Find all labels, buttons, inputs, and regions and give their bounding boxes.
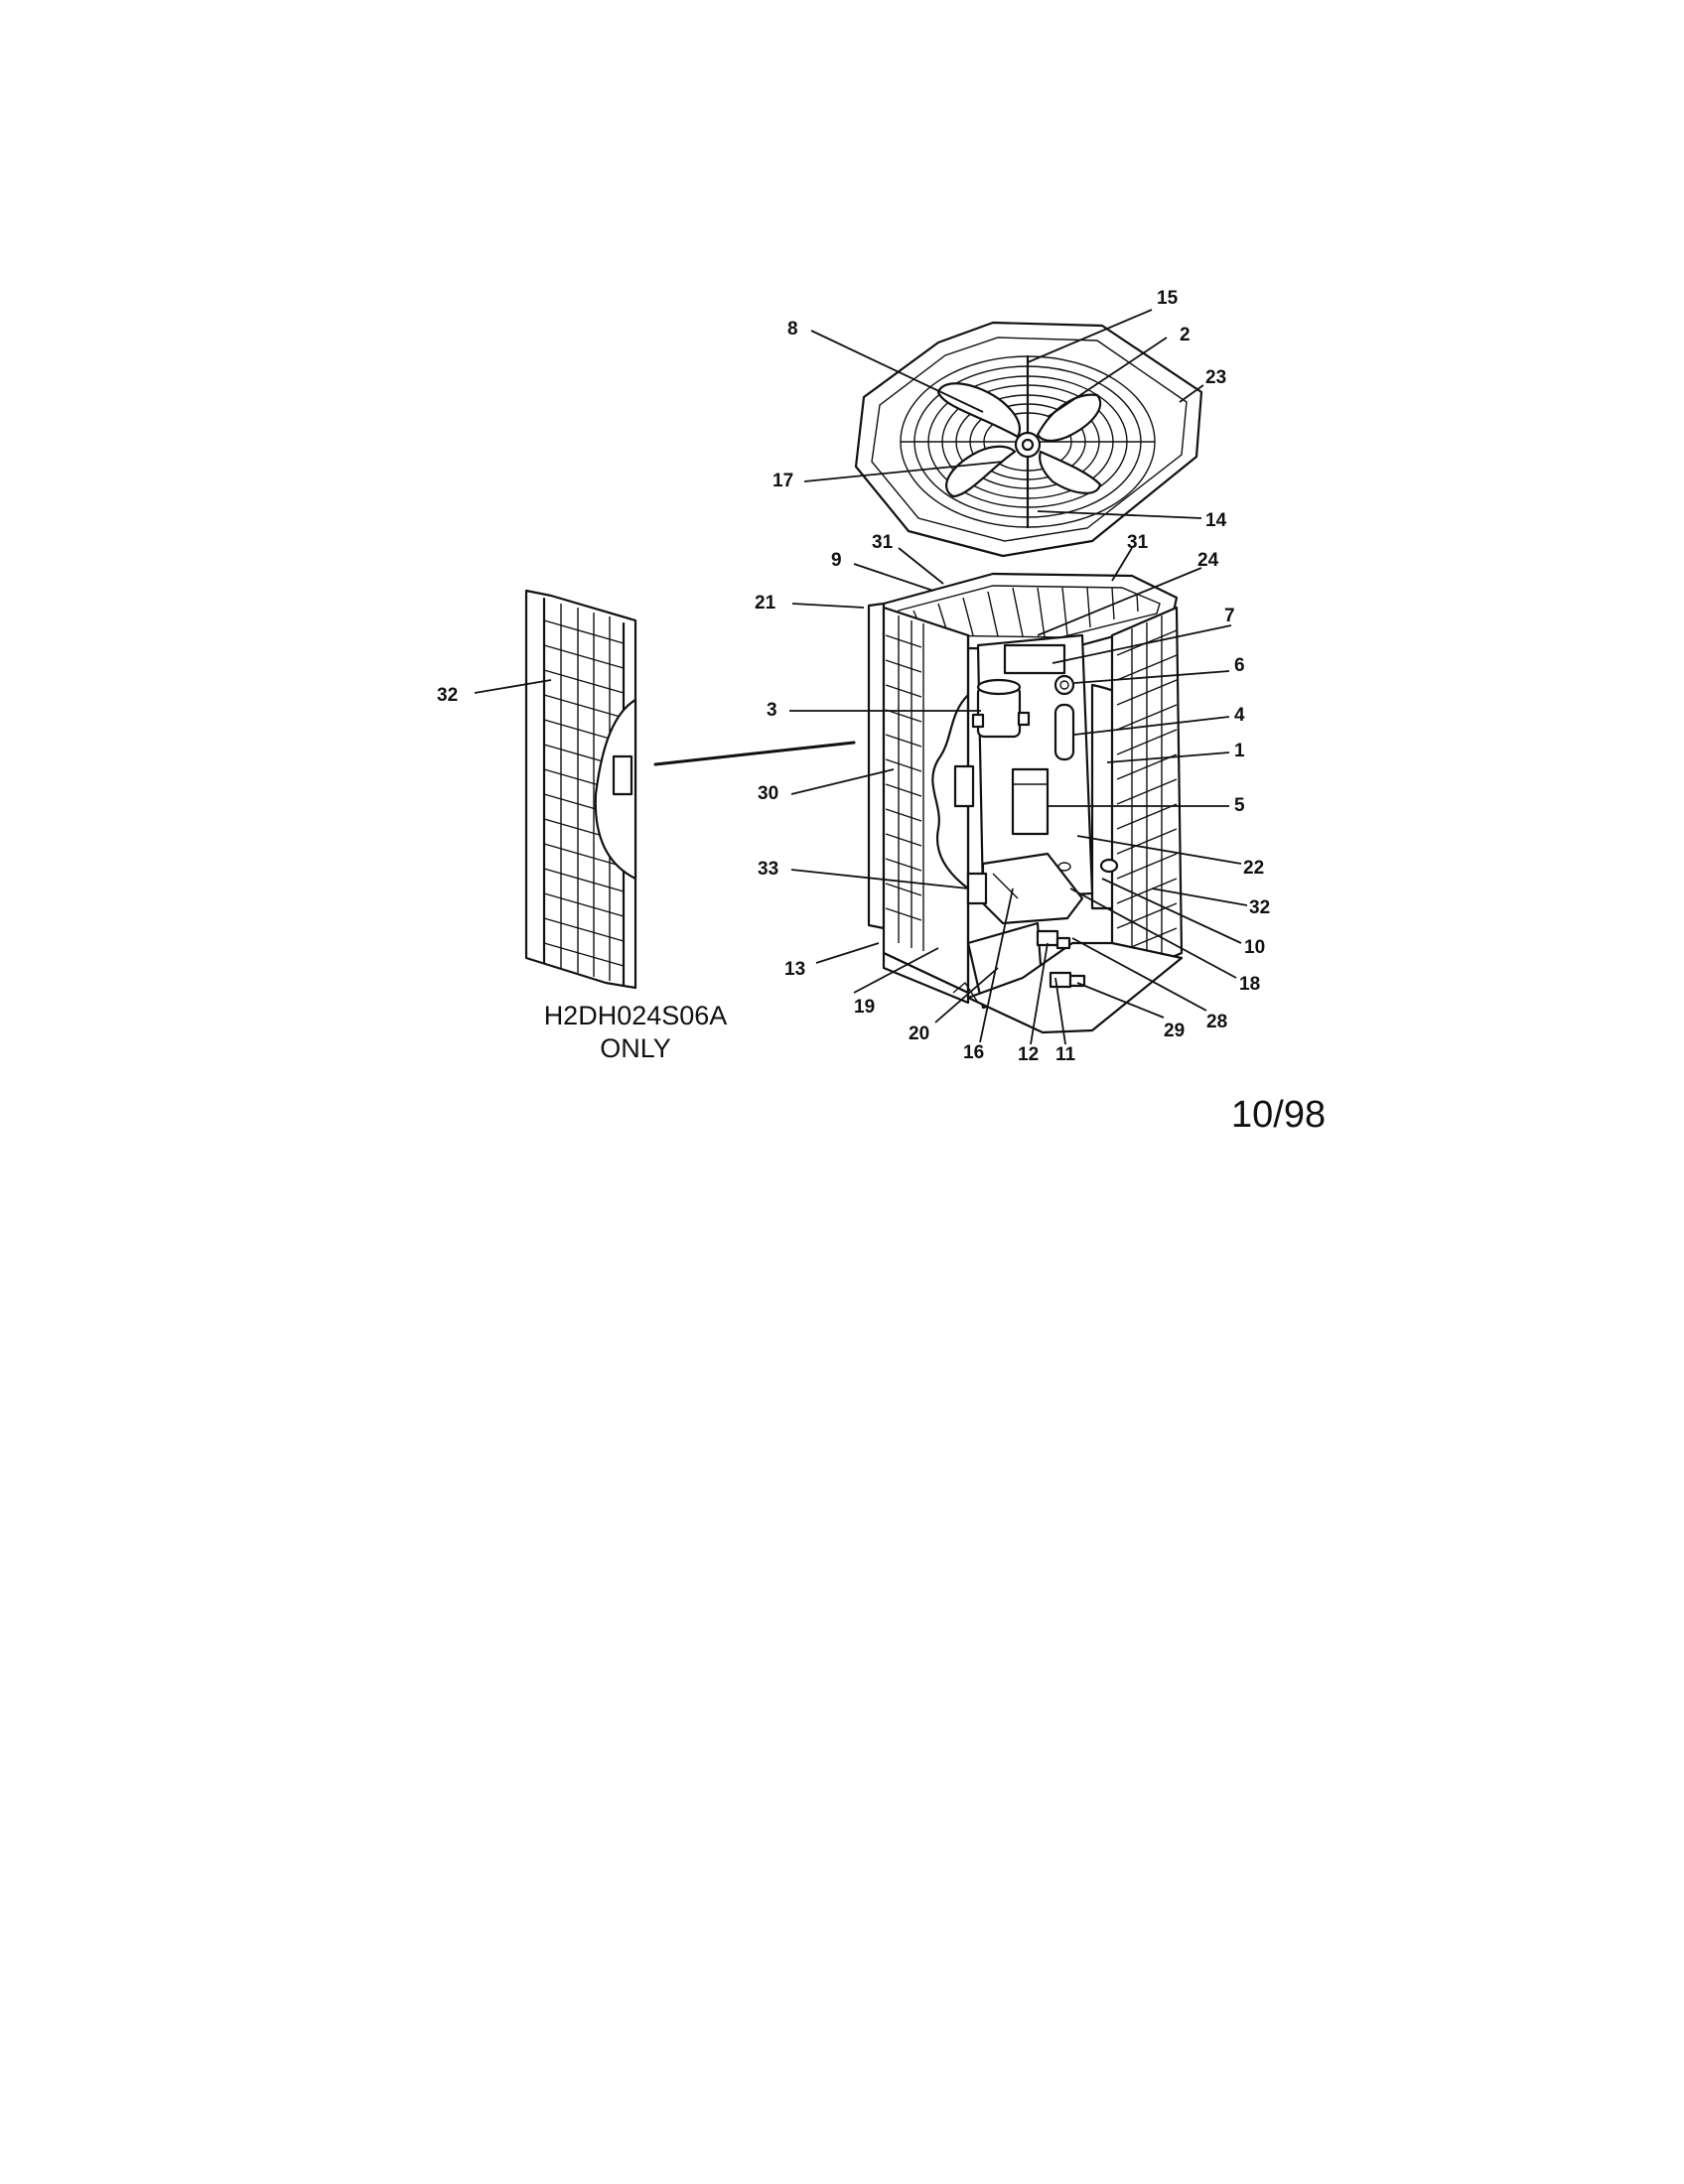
callout-14: 14 [1205,510,1227,531]
service-valve-10 [1099,858,1119,874]
callout-20: 20 [909,1024,929,1044]
pressure-switch-icon [1053,674,1075,696]
callout-8: 8 [787,319,798,340]
callout-10: 10 [1244,937,1265,958]
callout-24: 24 [1197,550,1219,571]
date-code: 10/98 [1231,1094,1326,1136]
callout-16: 16 [963,1042,984,1063]
model-note-line1: H2DH024S06A [544,1001,728,1030]
callout-29: 29 [1164,1021,1185,1041]
control-cover-7 [1003,643,1066,675]
callout-30: 30 [758,783,778,804]
fan-blade-icon [936,382,1102,498]
callout-22: 22 [1243,858,1264,879]
grille-icon [543,604,625,981]
top-cover-assembly [854,321,1203,558]
bracket-33 [966,872,988,905]
callout-17: 17 [772,471,793,491]
contactor-icon [1011,767,1050,836]
callout-labels: 15 8 2 23 17 14 31 31 9 24 21 7 6 32 3 4… [437,288,1270,1065]
callout-2: 2 [1180,325,1191,345]
model-note-line2: ONLY [600,1033,671,1063]
callout-5: 5 [1234,795,1245,816]
bracket-icon [612,754,633,796]
callout-31-left: 31 [872,532,894,553]
callout-4: 4 [1234,705,1245,726]
callout-12: 12 [1018,1044,1039,1065]
callout-31-right: 31 [1127,532,1149,553]
callout-9: 9 [831,550,842,571]
coil-edge [931,693,970,890]
callout-13: 13 [784,959,805,980]
base-bottom [966,941,1184,1034]
outdoor-unit-cabinet [867,572,1184,1034]
callout-21: 21 [755,593,776,614]
side-grille-panel-32 [524,589,637,990]
callout-15: 15 [1157,288,1179,309]
front-grille-icon [885,615,924,951]
filter-drier-icon [1053,703,1075,761]
top-cover-rim [871,337,1188,542]
callout-23: 23 [1205,367,1226,388]
capacitor-icon [971,678,1031,739]
callout-3: 3 [767,700,777,721]
callout-33: 33 [758,859,778,880]
callout-11: 11 [1055,1044,1076,1065]
callout-32-left: 32 [437,685,458,706]
callout-28: 28 [1206,1012,1227,1032]
leader-lines [474,309,1248,1045]
callout-6: 6 [1234,655,1245,676]
callout-1: 1 [1234,741,1245,761]
callout-19: 19 [854,997,875,1018]
callout-7: 7 [1224,606,1235,626]
callout-18: 18 [1239,974,1260,995]
callout-32-right: 32 [1249,897,1270,918]
assembly-arrow [653,741,856,766]
